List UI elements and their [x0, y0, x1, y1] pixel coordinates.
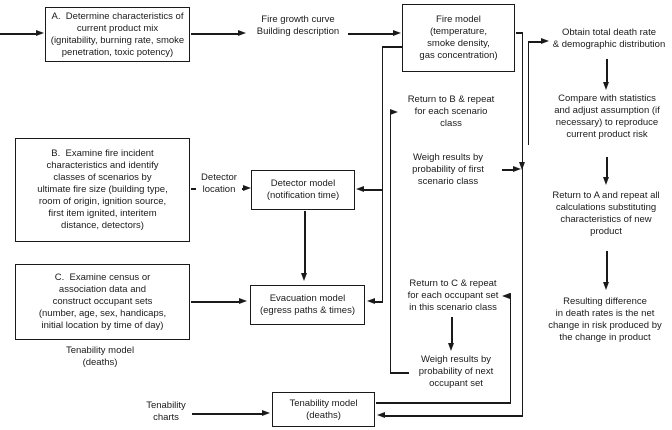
- box-evacuation-model: Evacuation model (egress paths & times): [250, 285, 365, 325]
- tenability-charts-label: Tenability charts: [146, 400, 186, 423]
- arrowhead-into-detector-left: [243, 185, 251, 191]
- arrowhead-into-evacuation-right: [367, 298, 375, 304]
- connector-fire-model-down-channel: [521, 32, 523, 417]
- weigh-first-note: Weigh results by probability of first sc…: [412, 152, 484, 187]
- tenability-model-label: Tenability model (deaths): [65, 345, 135, 368]
- connector-detector-to-evacuation: [304, 211, 306, 273]
- connector-fire-model-left-exit: [383, 46, 402, 48]
- obtain-death-rate-note: Obtain total death rate & demographic di…: [552, 27, 666, 50]
- arrowhead-into-fire-model: [393, 30, 401, 36]
- arrowhead-merge-junction: [519, 162, 525, 170]
- connector-fire-model-left-down: [381, 46, 383, 303]
- weigh-next-note: Weigh results by probability of next occ…: [418, 354, 494, 389]
- arrowhead-into-return-c: [502, 293, 510, 299]
- arrowhead-into-evacuation-left: [239, 298, 247, 304]
- box-fire-model: Fire model (temperature, smoke density, …: [402, 4, 515, 72]
- connector-compare-to-return-a: [606, 157, 608, 177]
- arrowhead-into-resulting: [603, 282, 609, 290]
- connector-charts-to-tenability: [192, 413, 262, 415]
- box-examine-fire-incident: B. Examine fire incident characteristics…: [15, 138, 190, 242]
- arrowhead-into-box-a: [36, 30, 44, 36]
- connector-into-box-a: [0, 33, 36, 35]
- connector-up-to-obtain: [527, 41, 529, 145]
- return-to-c-note: Return to C & repeat for each occupant s…: [407, 278, 499, 313]
- connector-tenability-out: [376, 402, 511, 404]
- fire-growth-label: Fire growth curve Building description: [256, 14, 340, 37]
- compare-statistics-note: Compare with statistics and adjust assum…: [554, 93, 660, 140]
- return-to-a-note: Return to A and repeat all calculations …: [552, 190, 660, 237]
- arrowhead-into-weigh-next: [448, 343, 454, 351]
- connector-a-to-fire-growth: [191, 33, 238, 35]
- return-to-b-note: Return to B & repeat for each scenario c…: [407, 94, 495, 129]
- detector-location-label: Detector location: [196, 172, 242, 196]
- box-examine-census: C. Examine census or association data an…: [15, 264, 190, 340]
- arrowhead-into-detector-right: [356, 186, 364, 192]
- arrowhead-into-return-b: [390, 109, 398, 115]
- arrowhead-into-tenability-right: [377, 412, 385, 418]
- arrowhead-to-fire-growth: [238, 30, 246, 36]
- arrowhead-into-tenability-left: [262, 410, 270, 416]
- arrowhead-into-compare: [603, 82, 609, 90]
- connector-channel-to-tenability: [385, 415, 523, 417]
- arrowhead-into-obtain: [541, 38, 549, 44]
- connector-weigh-first-out: [502, 169, 513, 171]
- connector-loop-to-return-b: [389, 112, 391, 374]
- connector-loop-to-return-c: [509, 293, 511, 404]
- box-detector-model: Detector model (notification time): [251, 170, 355, 210]
- box-determine-product-mix: A. Determine characteristics of current …: [45, 7, 190, 62]
- arrowhead-into-evacuation-top: [301, 273, 307, 281]
- connector-to-obtain: [529, 41, 541, 43]
- connector-branch-to-evacuation: [375, 301, 383, 303]
- arrowhead-into-return-a: [603, 177, 609, 185]
- connector-c-to-evacuation: [191, 301, 239, 303]
- arrowhead-weigh-first: [513, 166, 521, 172]
- resulting-difference-note: Resulting difference in death rates is t…: [548, 296, 662, 343]
- connector-fire-model-right-exit: [516, 32, 523, 34]
- connector-return-c-to-weigh-next: [451, 317, 453, 343]
- box-tenability-model: Tenability model (deaths): [272, 392, 375, 427]
- connector-fire-growth-to-fire-model: [348, 33, 393, 35]
- connector-weigh-next-tick: [390, 372, 409, 374]
- connector-obtain-to-compare: [606, 59, 608, 82]
- connector-branch-to-detector: [364, 189, 383, 191]
- connector-return-a-to-resulting: [606, 251, 608, 282]
